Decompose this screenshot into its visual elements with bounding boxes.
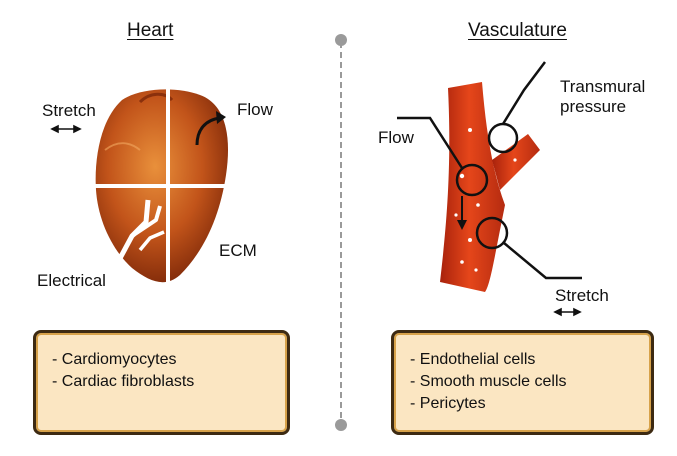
transmural-label-line2: pressure (560, 97, 627, 116)
center-divider (335, 34, 347, 431)
vessel-flow-arrow-icon (457, 196, 467, 230)
flow-callout (397, 116, 489, 197)
transmural-pressure-label: Transmural pressure (560, 77, 645, 117)
vasculature-cells-list: Endothelial cells Smooth muscle cells Pe… (410, 349, 641, 415)
heart-flow-label: Flow (237, 100, 273, 119)
transmural-label-line1: Transmural (560, 77, 646, 96)
heart-flow-arrow-icon (195, 111, 226, 146)
list-item: Cardiac fibroblasts (52, 371, 277, 393)
list-item: Cardiomyocytes (52, 349, 277, 371)
vasculature-title: Vasculature (468, 20, 567, 41)
heart-cells-list: Cardiomyocytes Cardiac fibroblasts (52, 349, 277, 393)
vasculature-cells-box: Endothelial cells Smooth muscle cells Pe… (391, 330, 654, 435)
vessel-illustration (440, 82, 540, 292)
list-item: Pericytes (410, 393, 641, 415)
transmural-callout (487, 61, 546, 154)
vessel-flow-label: Flow (378, 128, 414, 147)
vessel-stretch-label: Stretch (555, 286, 609, 305)
heart-title: Heart (127, 20, 174, 41)
heart-cells-box: Cardiomyocytes Cardiac fibroblasts (33, 330, 290, 435)
vessel-stretch-arrow-icon (553, 307, 582, 317)
heart-illustration (94, 86, 230, 285)
heart-ecm-label: ECM (219, 241, 257, 260)
heart-stretch-label: Stretch (42, 101, 96, 120)
list-item: Smooth muscle cells (410, 371, 641, 393)
list-item: Endothelial cells (410, 349, 641, 371)
heart-electrical-label: Electrical (37, 271, 106, 290)
heart-stretch-arrow-icon (50, 124, 82, 134)
stretch-callout (475, 216, 582, 280)
